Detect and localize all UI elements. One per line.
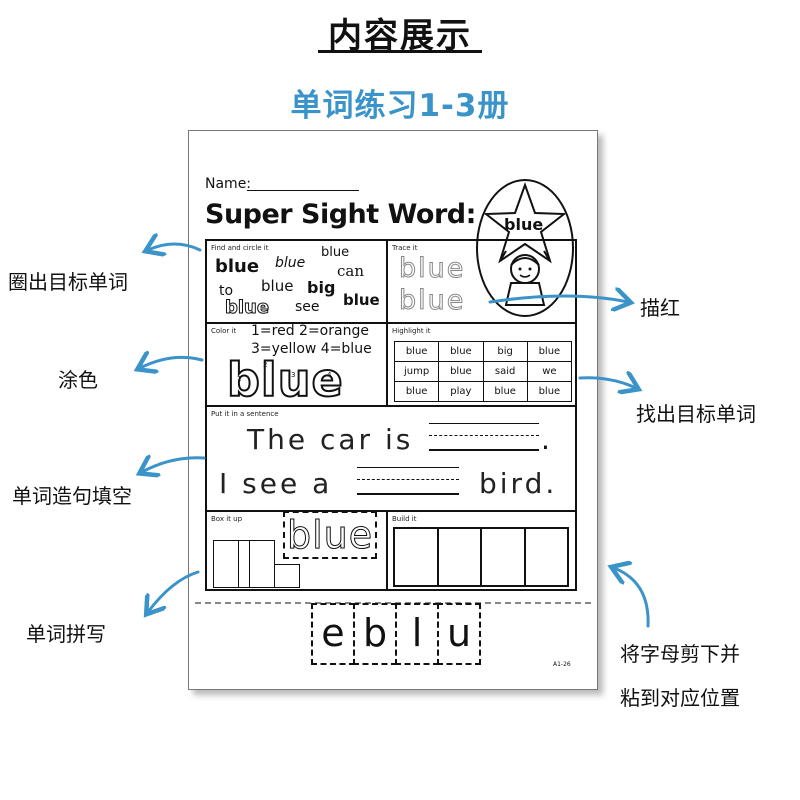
label-color: Color it	[211, 327, 237, 335]
build-box[interactable]	[393, 527, 439, 587]
color-digit: 1	[237, 375, 242, 383]
highlight-cell[interactable]: blue	[482, 381, 528, 402]
sentence2-blank[interactable]	[357, 467, 459, 495]
highlight-cell[interactable]: blue	[526, 341, 573, 362]
name-label: Name:	[205, 176, 252, 192]
callout-circle-word: 圈出目标单词	[8, 270, 128, 294]
sentence1-end: .	[541, 423, 550, 456]
highlight-cell[interactable]: jump	[393, 361, 440, 382]
highlight-cell[interactable]: blue	[438, 361, 484, 382]
header-underline	[318, 50, 482, 53]
sentence2-end: bird.	[479, 467, 558, 500]
label-highlight: Highlight it	[392, 327, 431, 335]
build-box[interactable]	[480, 527, 526, 587]
page-subtitle: 单词练习1-3册	[290, 88, 510, 124]
find-word: blue	[215, 256, 260, 277]
callout-color: 涂色	[58, 368, 98, 392]
worksheet-title: Super Sight Word:	[205, 199, 476, 230]
box-word: blue	[283, 511, 378, 559]
label-box: Box it up	[211, 515, 243, 523]
highlight-cell[interactable]: blue	[393, 381, 440, 402]
find-word: can	[337, 262, 365, 280]
build-box[interactable]	[436, 527, 482, 587]
cut-letters: e b l u	[311, 603, 481, 665]
sentence1-blank[interactable]	[429, 423, 539, 451]
badge-word: blue	[504, 215, 544, 234]
highlight-cell[interactable]: big	[482, 341, 528, 362]
highlight-cell[interactable]: blue	[438, 341, 484, 362]
worksheet-page: Name: Super Sight Word: blue Find and ci…	[188, 130, 598, 690]
page-header-title: 内容展示	[328, 16, 472, 56]
label-build: Build it	[392, 515, 417, 523]
label-sentence: Put it in a sentence	[211, 410, 279, 418]
callout-cut-line2: 粘到对应位置	[620, 686, 740, 710]
color-key-line1: 1=red 2=orange	[251, 323, 369, 339]
find-word: big	[307, 278, 336, 297]
highlight-table: blue blue big blue jump blue said we blu…	[393, 341, 573, 402]
page-code: A1-26	[553, 661, 571, 668]
callout-spell: 单词拼写	[26, 622, 106, 646]
find-word: see	[295, 299, 320, 315]
highlight-cell[interactable]: said	[482, 361, 528, 382]
trace-word: blue	[398, 285, 466, 317]
find-word: blue	[343, 291, 380, 309]
name-line	[247, 190, 359, 191]
color-digit: 4	[327, 371, 332, 379]
sentence2-start: I see a	[219, 467, 333, 500]
find-word: blue	[224, 297, 270, 319]
highlight-cell[interactable]: blue	[526, 381, 573, 402]
callout-trace: 描红	[640, 296, 680, 320]
callout-sentence: 单词造句填空	[12, 484, 132, 508]
cut-letter[interactable]: e	[311, 603, 355, 665]
label-trace: Trace it	[392, 244, 418, 252]
cut-letter[interactable]: u	[437, 603, 481, 665]
label-find: Find and circle it	[211, 244, 269, 252]
find-word: blue	[261, 277, 294, 295]
callout-cut-line1: 将字母剪下并	[620, 642, 740, 666]
star-badge: blue	[476, 179, 574, 317]
sentence1-start: The car is	[247, 423, 414, 456]
highlight-cell[interactable]: we	[526, 361, 573, 382]
color-digit: 3	[291, 371, 296, 379]
find-word: to	[219, 283, 234, 299]
exercise-grid	[205, 239, 577, 591]
find-word: blue	[321, 245, 350, 260]
cut-letter[interactable]: b	[353, 603, 397, 665]
callout-find-word: 找出目标单词	[636, 402, 756, 426]
box-letter-grid	[213, 540, 313, 588]
color-key-line2: 3=yellow 4=blue	[251, 341, 372, 357]
cut-letter[interactable]: l	[395, 603, 439, 665]
arrow-cut	[614, 568, 650, 628]
trace-word: blue	[398, 253, 466, 285]
find-word: blue	[275, 255, 306, 271]
build-box[interactable]	[523, 527, 569, 587]
highlight-cell[interactable]: blue	[393, 341, 440, 362]
build-boxes	[393, 527, 569, 587]
color-digit: 2	[263, 361, 268, 369]
highlight-cell[interactable]: play	[438, 381, 484, 402]
color-word: blue	[226, 352, 344, 408]
